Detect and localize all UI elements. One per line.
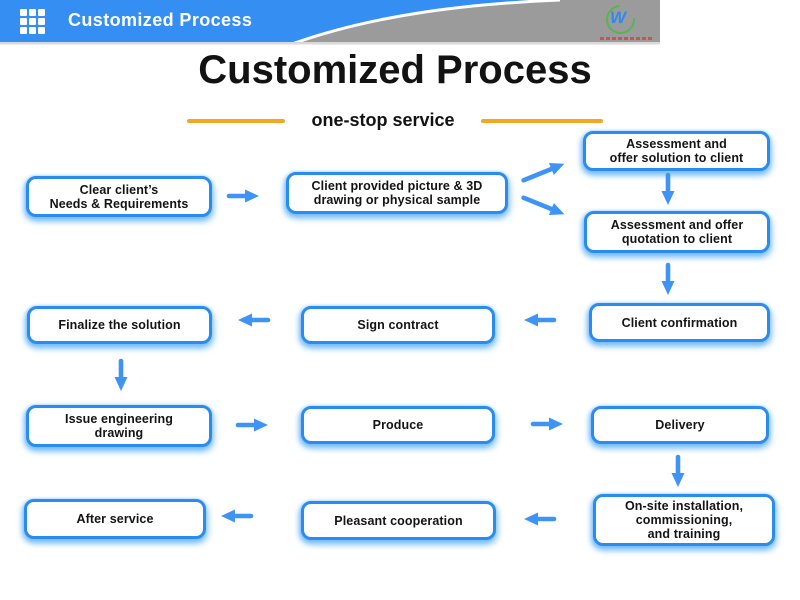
flow-box-label: Issue engineering drawing [65, 412, 173, 440]
flow-box-label: Delivery [655, 418, 705, 432]
flow-box-onsite-install: On-site installation, commissioning, and… [593, 494, 775, 546]
flow-box-label: On-site installation, commissioning, and… [624, 499, 744, 541]
flow-box-issue-drawing: Issue engineering drawing [26, 405, 212, 447]
flow-box-client-confirmation: Client confirmation [589, 303, 770, 342]
subtitle-row: one-stop service [0, 110, 790, 131]
arrow-down-icon [658, 262, 678, 298]
arrow-left-icon [521, 509, 557, 529]
arrow-left-icon [235, 310, 271, 330]
flow-box-after-service: After service [24, 499, 206, 539]
subtitle-divider-left [187, 118, 286, 123]
flow-box-sign-contract: Sign contract [301, 306, 495, 344]
flow-box-assessment-solution: Assessment and offer solution to client [583, 131, 770, 171]
flow-box-label: Produce [372, 418, 424, 432]
arrow-diagonal-down-icon [514, 186, 573, 226]
flow-box-assessment-quotation: Assessment and offer quotation to client [584, 211, 770, 253]
arrow-left-icon [521, 310, 557, 330]
arrow-right-icon [226, 186, 262, 206]
flow-box-label: Sign contract [357, 318, 439, 332]
arrow-diagonal-up-icon [514, 152, 573, 192]
arrow-right-icon [530, 414, 566, 434]
subtitle: one-stop service [311, 110, 455, 130]
arrow-down-icon [668, 454, 688, 490]
flow-box-label: After service [76, 512, 154, 526]
subtitle-divider-right [480, 118, 603, 123]
arrow-down-icon [111, 358, 131, 394]
flow-box-label: Assessment and offer quotation to client [610, 218, 744, 246]
page-title: Customized Process [198, 48, 592, 92]
flow-box-label: Clear client’s Needs & Requirements [49, 182, 189, 211]
flow-box-label: Client provided picture & 3D drawing or … [311, 179, 483, 207]
flow-box-finalize-solution: Finalize the solution [27, 306, 212, 344]
flow-box-label: Client confirmation [621, 315, 738, 330]
flow-box-pleasant-coop: Pleasant cooperation [301, 501, 496, 540]
logo-letter: W [610, 8, 627, 27]
flow-box-produce: Produce [301, 406, 495, 444]
arrow-right-icon [235, 415, 271, 435]
flow-box-delivery: Delivery [591, 406, 769, 444]
flow-box-label: Finalize the solution [58, 318, 181, 332]
arrow-left-icon [218, 506, 254, 526]
flow-box-client-sample: Client provided picture & 3D drawing or … [286, 172, 508, 214]
grid-icon [20, 9, 45, 34]
flow-box-label: Assessment and offer solution to client [609, 137, 744, 165]
header-title: Customized Process [68, 10, 253, 30]
company-logo-icon: W [600, 0, 641, 40]
logo-subtext-line [600, 37, 652, 40]
flow-box-label: Pleasant cooperation [334, 513, 463, 528]
arrow-down-icon [658, 172, 678, 208]
flow-box-clear-needs: Clear client’s Needs & Requirements [26, 176, 212, 217]
header-background [0, 0, 660, 46]
slide-header: Customized Process W [0, 0, 800, 46]
